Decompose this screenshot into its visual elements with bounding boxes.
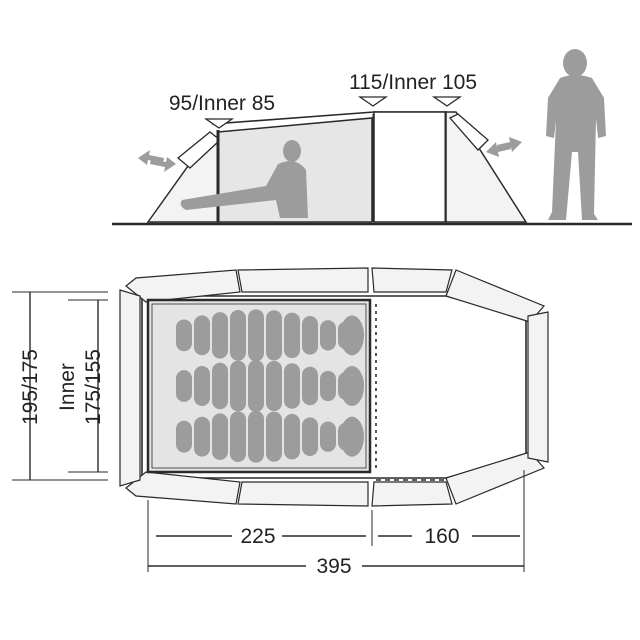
sleeping-bag-segment <box>248 410 264 463</box>
inner-length-label: 225 <box>240 525 275 548</box>
outer-width-label: 195/175 <box>19 349 42 425</box>
sleeping-bag-segment <box>194 315 210 356</box>
sleeping-bag-segment <box>176 420 192 453</box>
side-view: 95/Inner 85 115/Inner 105 <box>112 49 632 226</box>
sleeping-bag-segment <box>302 366 318 406</box>
fly-panel-top-2 <box>237 267 369 293</box>
porch-height-label: 95/Inner 85 <box>169 92 275 115</box>
sleeping-bags <box>176 309 364 463</box>
sleeping-bag-icon <box>176 360 364 412</box>
sleeping-bag-segment <box>284 413 300 460</box>
total-length-label: 395 <box>316 555 351 578</box>
lying-person-icon <box>180 140 308 218</box>
sleeping-bag-segment <box>320 320 336 351</box>
sleeping-bag-segment <box>266 411 282 462</box>
sleeping-bag-segment <box>284 363 300 409</box>
front-slope-panel <box>445 111 528 223</box>
floor-plan: 195/175 Inner 175/155 225 160 395 <box>12 267 549 578</box>
sleeping-bag-segment <box>248 360 264 412</box>
sleeping-bag-segment <box>302 316 318 355</box>
sleeping-bag-hood <box>340 315 364 356</box>
sleeping-bag-segment <box>248 309 264 362</box>
sleeping-bag-segment <box>194 416 210 457</box>
sleeping-bag-segment <box>212 312 228 359</box>
porch-section <box>373 111 447 223</box>
sleeping-bag-segment <box>230 360 246 412</box>
sleeping-bag-icon <box>176 410 364 463</box>
main-height-marker-icon <box>357 96 389 107</box>
sleeping-bag-segment <box>230 411 246 463</box>
sleeping-bag-segment <box>320 370 336 402</box>
main-height-marker-2-icon <box>431 96 463 107</box>
sleeping-bag-hood <box>340 416 364 457</box>
standing-person-icon <box>546 49 606 220</box>
sleeping-bag-hood <box>340 366 364 406</box>
sleeping-bag-segment <box>320 421 336 452</box>
porch-height-marker-icon <box>203 118 235 129</box>
sleeping-bag-segment <box>266 310 282 361</box>
fly-panel-front <box>527 311 549 463</box>
sleeping-bag-icon <box>176 309 364 362</box>
sleeping-bag-segment <box>194 366 210 406</box>
fly-panel-bottom-3 <box>371 481 453 507</box>
sleeping-bag-segment <box>266 360 282 412</box>
fly-panel-bottom-1 <box>125 471 241 505</box>
front-vent-arrow <box>486 137 522 157</box>
sleeping-bag-segment <box>212 362 228 410</box>
sleeping-bag-segment <box>176 370 192 402</box>
fly-panel-rear <box>119 289 141 487</box>
main-height-label: 115/Inner 105 <box>349 71 477 94</box>
fly-panel-bottom-2 <box>237 481 369 507</box>
sleeping-bag-segment <box>176 319 192 352</box>
sleeping-bag-segment <box>302 417 318 456</box>
inner-width-label-line2: 175/155 <box>82 349 105 425</box>
sleeping-bag-segment <box>284 312 300 359</box>
porch-length-label: 160 <box>424 525 459 548</box>
sleeping-bag-segment <box>230 309 246 361</box>
fly-panel-top-3 <box>371 267 453 293</box>
inner-width-label-line1: Inner <box>56 363 79 411</box>
inner-tent-mesh <box>151 303 367 469</box>
rear-vent-arrow <box>138 150 176 172</box>
sleeping-bag-segment <box>212 413 228 460</box>
front-vent-flap <box>448 113 489 151</box>
fly-panel-top-1 <box>125 269 241 303</box>
